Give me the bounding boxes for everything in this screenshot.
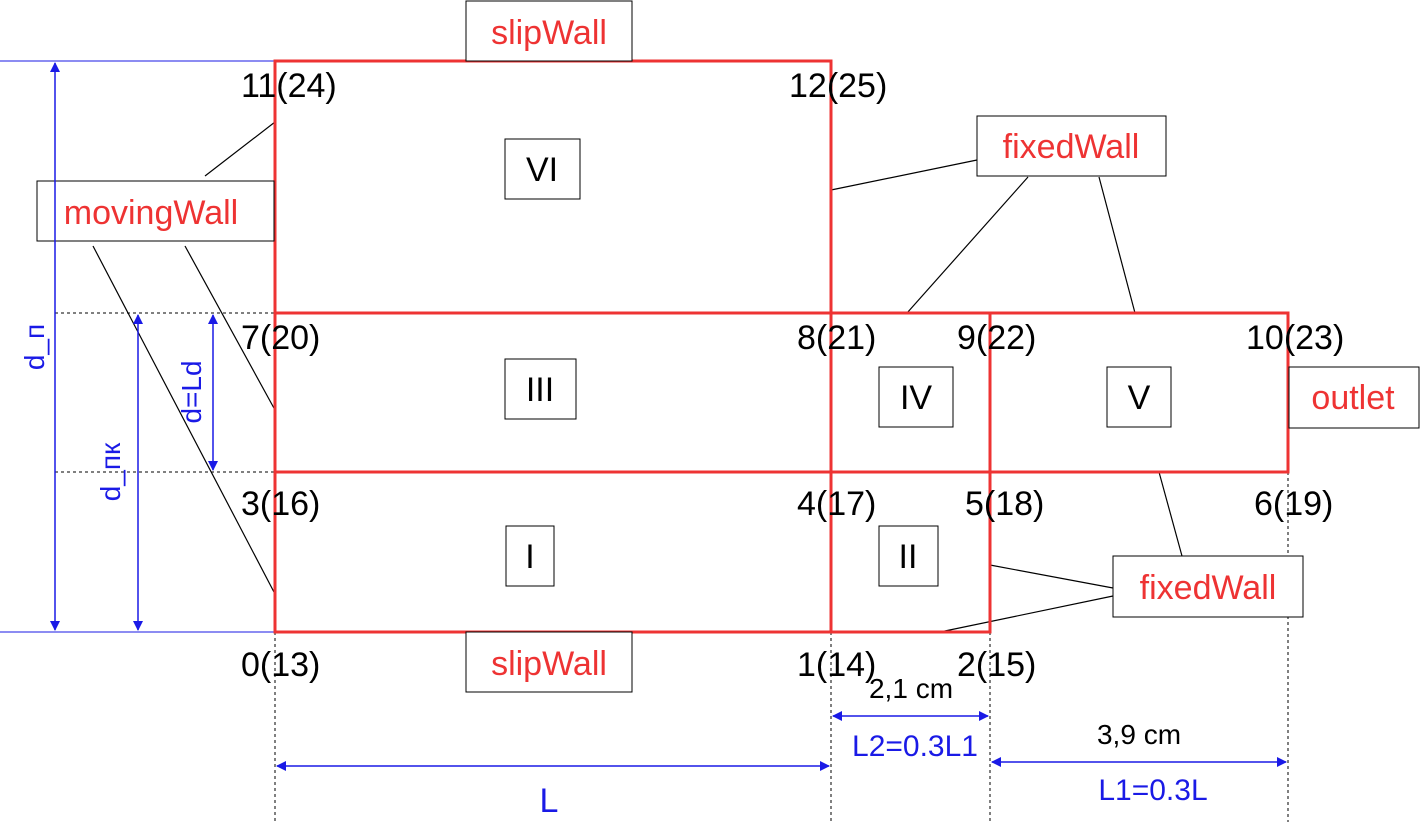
slipwall-top-label: slipWall	[491, 14, 607, 52]
fixedwall-bottom-box: fixedWall	[1112, 555, 1304, 618]
vertex-1: 1(14)	[797, 646, 876, 684]
slipwall-bottom-box: slipWall	[465, 631, 633, 693]
vertex-9: 9(22)	[957, 319, 1036, 357]
vertex-8: 8(21)	[797, 319, 876, 357]
block-v-label: V	[1128, 379, 1151, 417]
vertex-labels: 11(24) 12(25) 7(20) 8(21) 9(22) 10(23) 3…	[241, 67, 1344, 684]
block-i-label: I	[525, 538, 534, 576]
d-ld-label: d=Ld	[176, 360, 207, 423]
block-vi-label: VI	[526, 151, 558, 189]
slipwall-bottom-label: slipWall	[491, 645, 607, 683]
movingwall-label: movingWall	[64, 194, 238, 232]
block-ii: II	[878, 525, 939, 587]
connector-lines	[92, 121, 1183, 633]
block-iii-label: III	[526, 371, 554, 409]
vertex-11: 11(24)	[241, 67, 337, 105]
block-i: I	[505, 525, 555, 587]
outlet-box: outlet	[1288, 366, 1420, 429]
slipwall-top-box: slipWall	[465, 0, 633, 62]
d-pk-label: d_пк	[95, 442, 126, 501]
L2-label: L2=0.3L1	[852, 730, 978, 763]
L2-value: 2,1 cm	[869, 673, 953, 704]
vertex-5: 5(18)	[965, 485, 1044, 523]
vertex-7: 7(20)	[241, 319, 320, 357]
block-iv-label: IV	[900, 379, 932, 417]
vertex-12: 12(25)	[789, 67, 887, 105]
vertex-3: 3(16)	[241, 485, 320, 523]
block-v: V	[1106, 366, 1172, 428]
vertex-10: 10(23)	[1246, 319, 1344, 357]
L1-value: 3,9 cm	[1097, 719, 1181, 750]
movingwall-box: movingWall	[36, 180, 275, 242]
block-iii: III	[504, 358, 577, 420]
L-label: L	[540, 782, 559, 820]
block-vi: VI	[504, 138, 581, 200]
fixedwall-bottom-label: fixedWall	[1140, 569, 1277, 607]
fixedwall-top-label: fixedWall	[1003, 128, 1140, 166]
fixedwall-top-box: fixedWall	[976, 115, 1167, 177]
guide-lines	[0, 60, 275, 633]
block-iv: IV	[878, 366, 954, 428]
L1-label: L1=0.3L	[1098, 774, 1207, 807]
vertex-0: 0(13)	[241, 646, 320, 684]
d-p-label: d_п	[19, 324, 50, 370]
vertex-6: 6(19)	[1254, 485, 1333, 523]
vertex-2: 2(15)	[957, 646, 1036, 684]
block-ii-label: II	[899, 538, 918, 576]
block-boundaries	[273, 59, 1290, 634]
dimension-arrows	[50, 62, 1287, 771]
outlet-label: outlet	[1311, 379, 1395, 417]
vertex-4: 4(17)	[797, 485, 876, 523]
